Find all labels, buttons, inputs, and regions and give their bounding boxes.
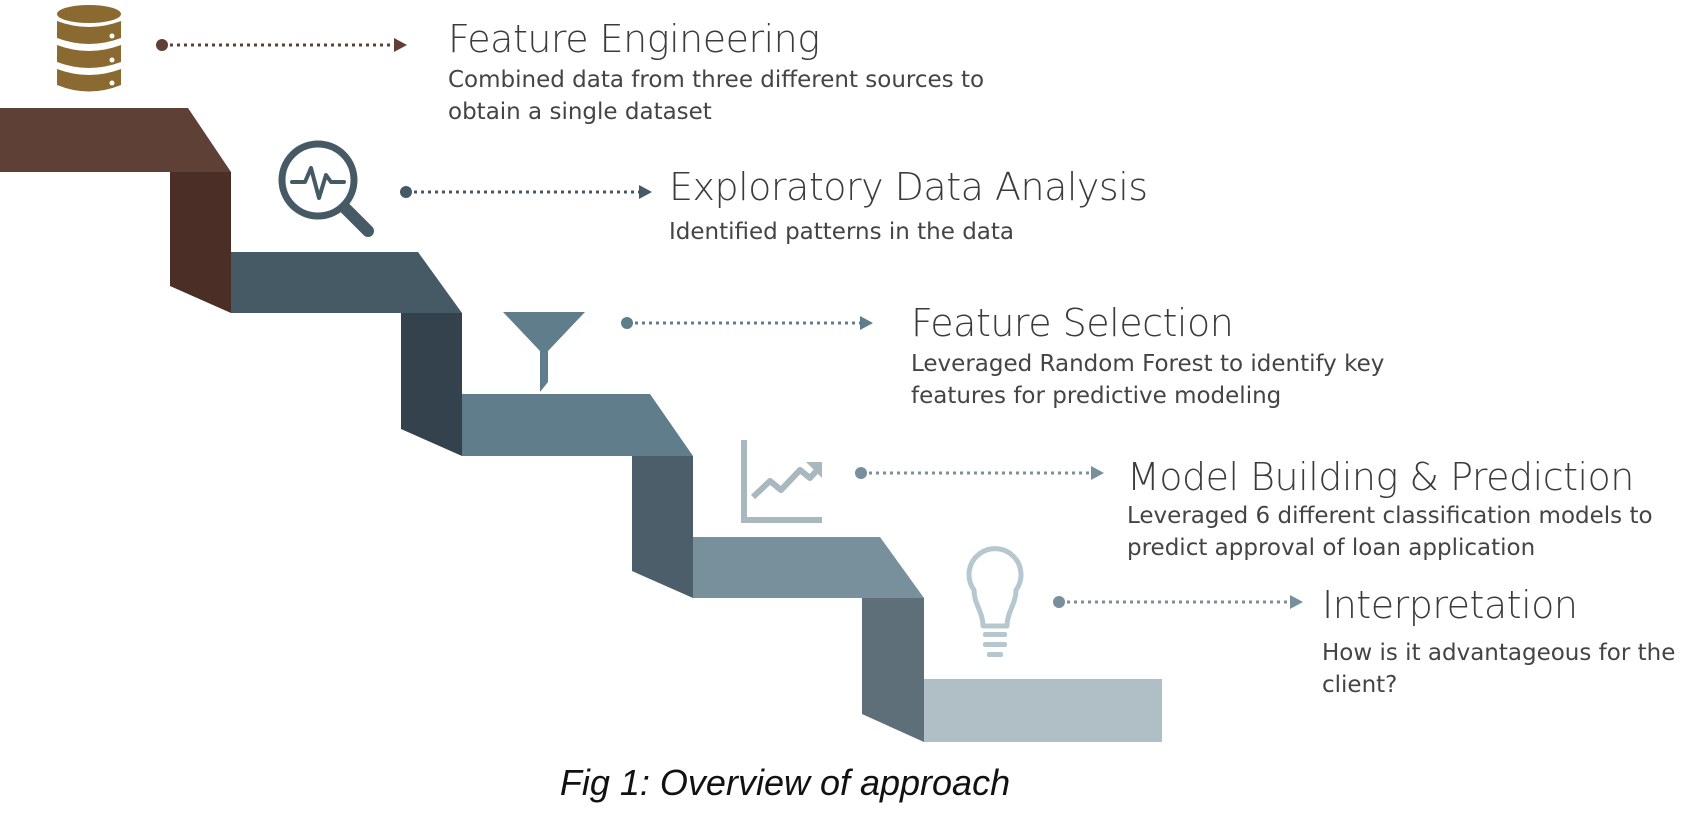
- figure-caption: Fig 1: Overview of approach: [559, 762, 1011, 803]
- step-5-desc-line-2: client?: [1322, 672, 1398, 698]
- step-3-riser: [632, 456, 693, 598]
- connector-arrow-2: [400, 185, 652, 199]
- step-5-description: How is it advantageous for the client?: [1322, 637, 1675, 701]
- connector-arrow-4: [855, 466, 1104, 480]
- step-2-riser: [401, 313, 462, 456]
- connector-arrow-1: [156, 38, 407, 52]
- step-2-description: Identified patterns in the data: [669, 216, 1014, 248]
- step-4-desc-line-2: predict approval of loan application: [1127, 535, 1536, 561]
- step-5-tread: [924, 679, 1162, 742]
- step-5-title: Interpretation: [1322, 583, 1578, 627]
- magnifier-pulse-icon: [278, 140, 374, 237]
- step-2-tread: [231, 252, 462, 313]
- step-3-desc-line-2: features for predictive modeling: [911, 383, 1282, 409]
- connector-arrow-5: [1053, 595, 1303, 609]
- step-4-desc-line-1: Leveraged 6 different classification mod…: [1127, 503, 1653, 529]
- step-3-title: Feature Selection: [911, 301, 1234, 345]
- step-3-desc-line-1: Leveraged Random Forest to identify key: [911, 351, 1385, 377]
- step-1-tread: [0, 108, 231, 172]
- step-4-description: Leveraged 6 different classification mod…: [1127, 500, 1653, 564]
- step-1-riser: [170, 172, 231, 313]
- step-1-description: Combined data from three different sourc…: [448, 64, 984, 128]
- step-1-desc-line-2: obtain a single dataset: [448, 99, 712, 125]
- step-2-title: Exploratory Data Analysis: [669, 165, 1148, 209]
- step-4-tread: [693, 537, 924, 598]
- step-3-description: Leveraged Random Forest to identify key …: [911, 348, 1384, 412]
- chart-trend-icon: [741, 440, 823, 523]
- step-3-tread: [462, 394, 693, 456]
- step-4-riser: [862, 598, 924, 742]
- database-icon: [57, 5, 121, 92]
- step-2-desc-line-1: Identified patterns in the data: [669, 219, 1015, 245]
- connector-arrow-3: [621, 316, 873, 330]
- step-1-desc-line-1: Combined data from three different sourc…: [448, 67, 985, 93]
- step-5-desc-line-1: How is it advantageous for the: [1322, 640, 1676, 666]
- lightbulb-icon: [966, 546, 1024, 657]
- step-1-title: Feature Engineering: [448, 17, 820, 61]
- step-4-title: Model Building & Prediction: [1127, 455, 1634, 499]
- funnel-icon: [503, 312, 585, 392]
